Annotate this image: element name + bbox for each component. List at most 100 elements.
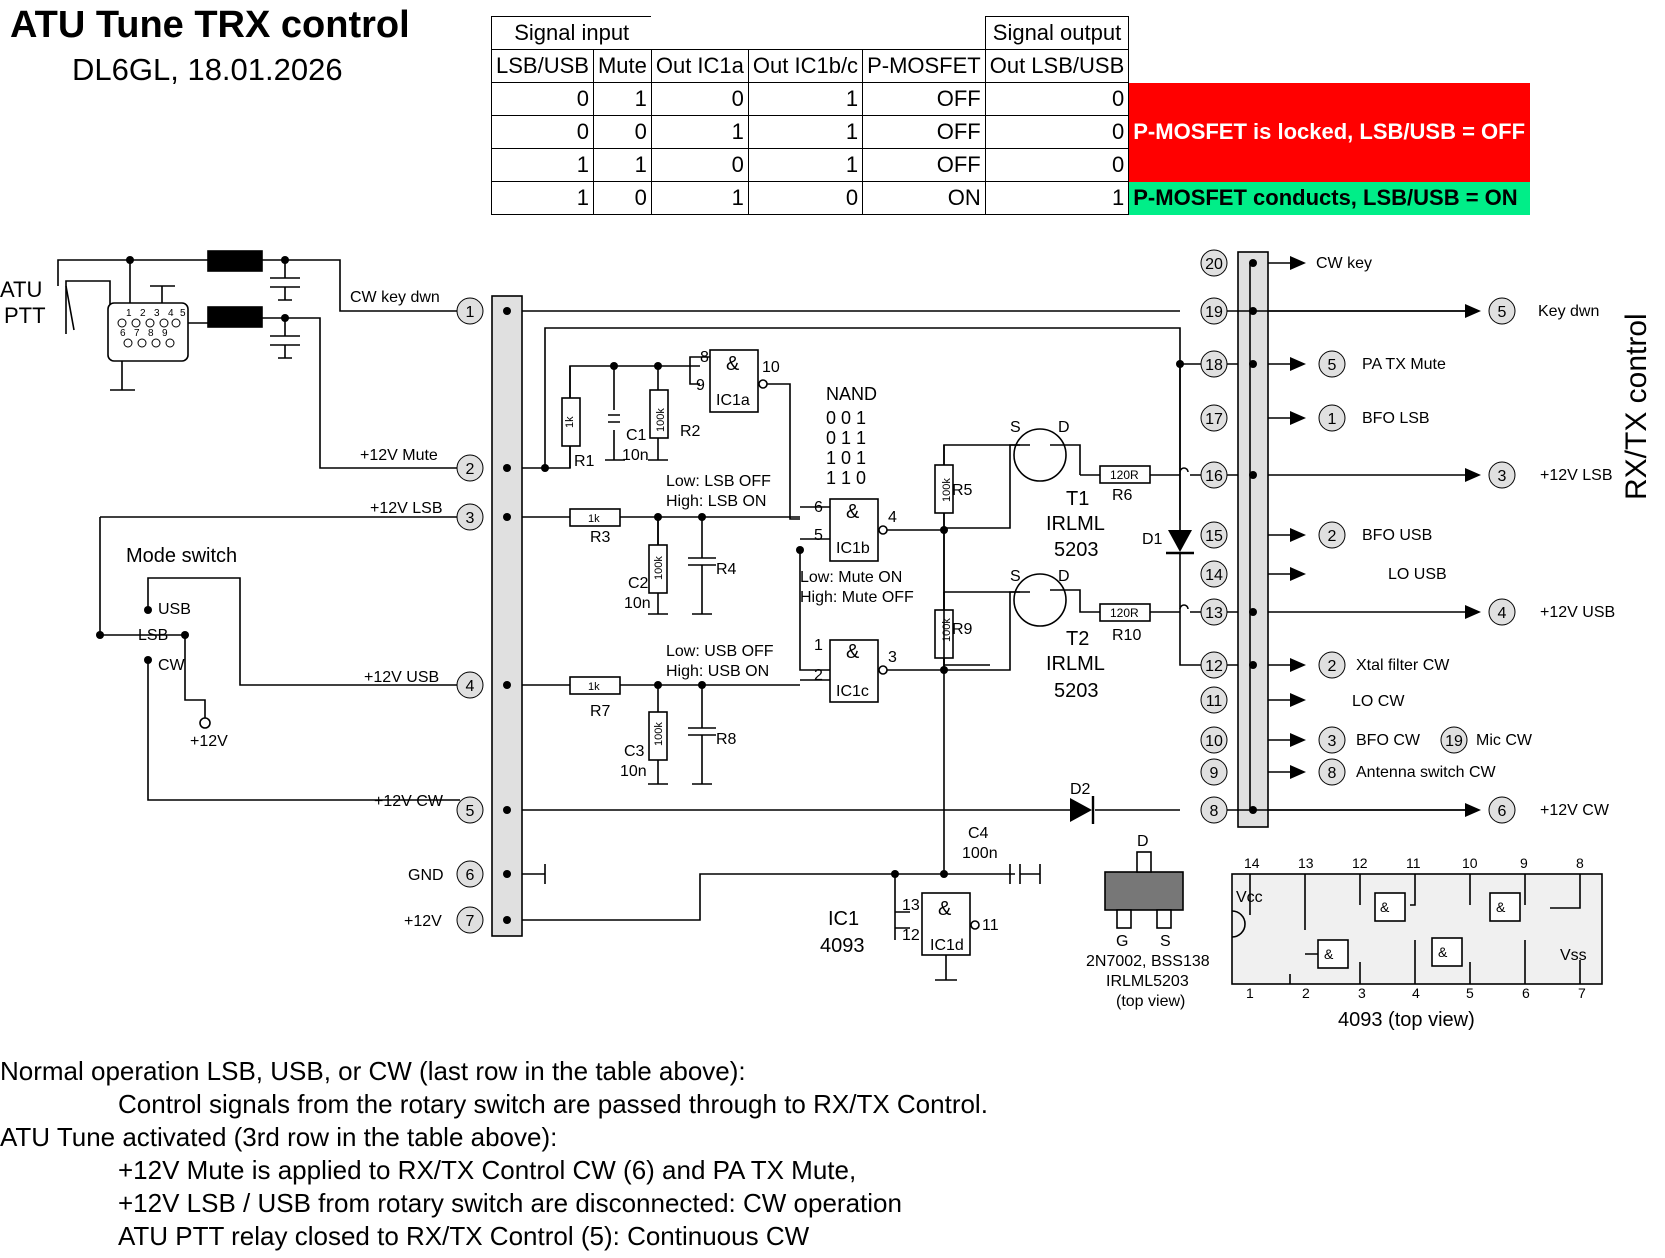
cell: ON: [862, 181, 986, 215]
svg-text:18: 18: [1205, 357, 1223, 374]
svg-text:PA TX Mute: PA TX Mute: [1362, 356, 1446, 373]
svg-text:R7: R7: [590, 703, 611, 720]
svg-text:&: &: [846, 641, 860, 663]
output-pin-numbers: 5 5 1 3 2 4 2 3 19 8 6: [1318, 297, 1516, 824]
svg-text:15: 15: [1205, 528, 1223, 545]
cell: 1: [650, 115, 749, 149]
svg-text:5: 5: [814, 527, 823, 544]
svg-text:5: 5: [466, 803, 475, 820]
svg-text:2: 2: [1328, 658, 1337, 675]
svg-text:R10: R10: [1112, 627, 1141, 644]
svg-text:6: 6: [120, 328, 126, 339]
svg-text:100k: 100k: [941, 478, 953, 502]
table-row: 1 1 0 1 OFF 0: [491, 148, 1530, 182]
svg-text:1k: 1k: [564, 416, 576, 428]
junctions: [96, 256, 1257, 924]
svg-text:R2: R2: [680, 423, 701, 440]
svg-text:9: 9: [1520, 855, 1528, 871]
svg-text:6: 6: [1522, 985, 1530, 1001]
svg-text:C2: C2: [628, 575, 649, 592]
header-signal-input: Signal input: [491, 16, 652, 50]
col-header: LSB/USB: [491, 49, 594, 83]
col-header: Out IC1a: [650, 49, 749, 83]
svg-text:2: 2: [814, 667, 823, 684]
cell: 0: [650, 148, 749, 182]
svg-text:1: 1: [1246, 985, 1254, 1001]
mute-label: +12V Mute: [360, 447, 438, 464]
page-subtitle: DL6GL, 18.01.2026: [72, 52, 343, 87]
svg-text:2: 2: [1302, 985, 1310, 1001]
svg-text:IC1d: IC1d: [930, 937, 964, 954]
svg-text:Mic CW: Mic CW: [1476, 732, 1533, 749]
nand-text: NAND 0 0 1 0 1 1 1 0 1 1 1 0 Low: LSB OF…: [666, 384, 914, 680]
svg-text:19: 19: [1445, 733, 1463, 750]
cell: 0: [984, 148, 1130, 182]
svg-text:NAND: NAND: [826, 384, 877, 404]
svg-text:3: 3: [1358, 985, 1366, 1001]
svg-text:2: 2: [140, 308, 146, 319]
cell: 0: [491, 115, 594, 149]
svg-text:&: &: [726, 353, 740, 375]
svg-text:10n: 10n: [622, 447, 649, 464]
lsb-label: +12V LSB: [370, 500, 443, 517]
svg-text:19: 19: [1205, 304, 1223, 321]
svg-text:&: &: [1380, 899, 1390, 915]
col-header: P-MOSFET: [862, 49, 986, 83]
svg-text:R5: R5: [952, 482, 973, 499]
svg-text:8: 8: [1210, 803, 1219, 820]
svg-text:IC1b: IC1b: [836, 540, 870, 557]
svg-text:+12V CW: +12V CW: [1540, 802, 1610, 819]
svg-text:13: 13: [1298, 855, 1314, 871]
switch-v12-label: +12V: [190, 733, 228, 750]
svg-text:13: 13: [902, 897, 920, 914]
truth-table: Signal input Signal output LSB/USB Mute …: [491, 16, 1530, 215]
svg-text:1k: 1k: [588, 513, 600, 525]
svg-text:1: 1: [814, 637, 823, 654]
col-header: Mute: [592, 49, 652, 83]
svg-text:120R: 120R: [1110, 468, 1139, 482]
svg-text:Key dwn: Key dwn: [1538, 303, 1599, 320]
cell: 1: [747, 82, 864, 116]
svg-text:S: S: [1010, 419, 1021, 436]
svg-text:0 1 1: 0 1 1: [826, 428, 866, 448]
svg-text:D: D: [1058, 568, 1070, 585]
svg-text:5: 5: [1466, 985, 1474, 1001]
svg-text:6: 6: [466, 867, 475, 884]
svg-text:&: &: [846, 501, 860, 523]
svg-text:4: 4: [888, 509, 897, 526]
svg-text:1k: 1k: [588, 681, 600, 693]
svg-text:9: 9: [696, 377, 705, 394]
svg-text:1: 1: [126, 308, 132, 319]
svg-text:4: 4: [168, 308, 174, 319]
svg-text:11: 11: [1406, 855, 1421, 871]
svg-text:C4: C4: [968, 825, 989, 842]
svg-text:&: &: [1496, 899, 1506, 915]
svg-text:R3: R3: [590, 529, 611, 546]
col-header: Out IC1b/c: [747, 49, 864, 83]
right-pins: 20 19 18 17 16 15 14 13 12 11 10 9 8: [1200, 249, 1228, 824]
svg-text:Low: LSB OFF: Low: LSB OFF: [666, 473, 771, 490]
svg-text:Low: Mute ON: Low: Mute ON: [800, 569, 902, 586]
svg-text:D: D: [1058, 419, 1070, 436]
svg-text:IC1a: IC1a: [716, 392, 750, 409]
gates: & IC1a 8 9 10 & IC1b 6 5 4 & IC1c 1 2 3 …: [696, 349, 999, 957]
svg-text:120R: 120R: [1110, 606, 1139, 620]
svg-text:LO USB: LO USB: [1388, 566, 1447, 583]
cell: 1: [747, 115, 864, 149]
svg-text:10: 10: [762, 359, 780, 376]
svg-text:IRLML: IRLML: [1046, 513, 1105, 535]
mosfet-labels: S D S D T1 IRLML 5203 T2 IRLML 5203 D1 D…: [1010, 419, 1163, 798]
svg-text:LO CW: LO CW: [1352, 693, 1405, 710]
svg-text:R6: R6: [1112, 487, 1133, 504]
svg-text:IRLML5203: IRLML5203: [1106, 973, 1189, 990]
svg-text:10n: 10n: [620, 763, 647, 780]
ptt-label: PTT: [4, 303, 46, 328]
svg-text:20: 20: [1205, 256, 1223, 273]
note-line: +12V LSB / USB from rotary switch are di…: [118, 1188, 902, 1218]
svg-text:4093: 4093: [820, 935, 865, 957]
note-line: +12V Mute is applied to RX/TX Control CW…: [118, 1155, 857, 1185]
svg-text:4: 4: [1498, 605, 1507, 622]
note-line: ATU PTT relay closed to RX/TX Control (5…: [118, 1221, 810, 1251]
svg-text:IRLML: IRLML: [1046, 653, 1105, 675]
